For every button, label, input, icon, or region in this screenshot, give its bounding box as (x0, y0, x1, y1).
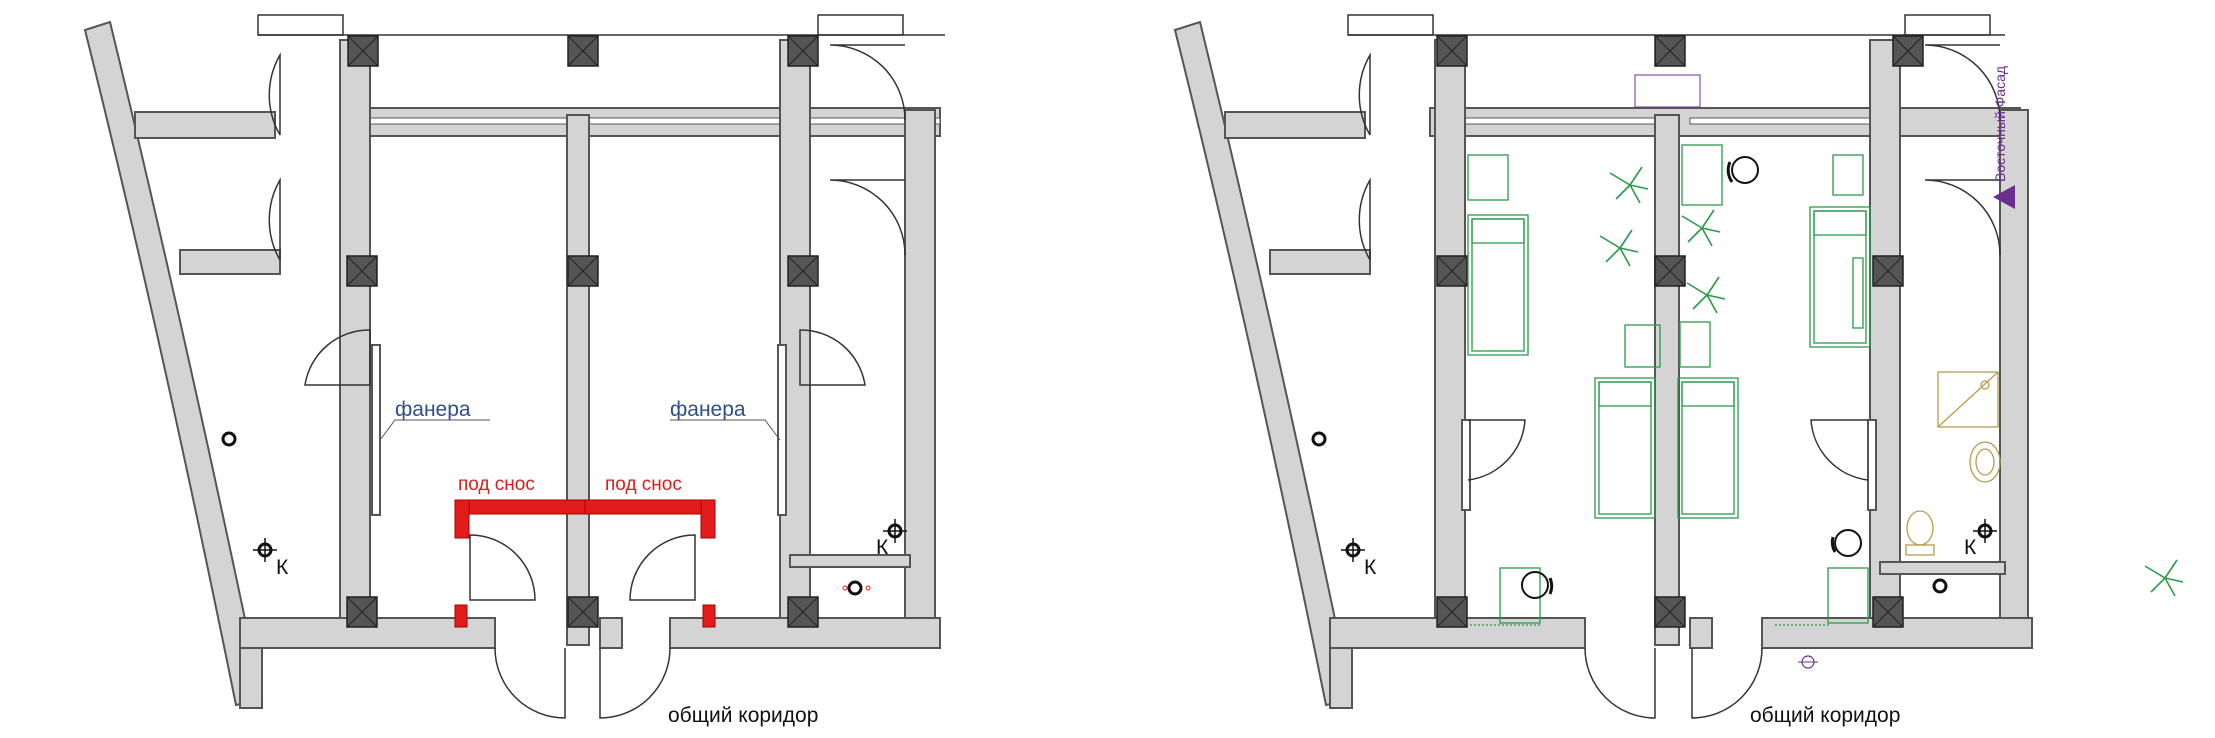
riser-label-left-2: К (876, 536, 889, 559)
riser-label-left-1: К (276, 556, 289, 579)
riser-label-right-2: К (1964, 536, 1977, 559)
chair-icon (1521, 156, 1862, 599)
corridor-label-left: общий коридор (668, 704, 818, 727)
demolish-label-left: под снос (458, 474, 535, 495)
left-columns (346, 35, 819, 628)
left-doors (268, 44, 906, 719)
right-doors (1358, 44, 2001, 719)
right-columns (1436, 35, 1924, 628)
left-risers (221, 431, 907, 596)
view-marker-icon (1798, 185, 2015, 669)
demolition-walls (454, 499, 716, 628)
beds-and-tables (1467, 144, 1871, 626)
right-risers (1311, 431, 1997, 594)
demolish-label-right: под снос (605, 474, 682, 495)
corridor-label-right: общий коридор (1750, 704, 1900, 727)
partition-label-left: фанера (395, 398, 471, 421)
toilet-icon (1905, 510, 1935, 556)
facade-label: Восточный Фасад (1992, 66, 2008, 182)
sink-icon (1969, 441, 2001, 483)
plant-icon (1599, 166, 2184, 597)
left-floor-plan (83, 14, 945, 709)
partition-label-right: фанера (670, 398, 746, 421)
riser-label-right-1: К (1364, 556, 1377, 579)
left-leaders (379, 419, 781, 441)
shower-icon (1937, 371, 1999, 428)
